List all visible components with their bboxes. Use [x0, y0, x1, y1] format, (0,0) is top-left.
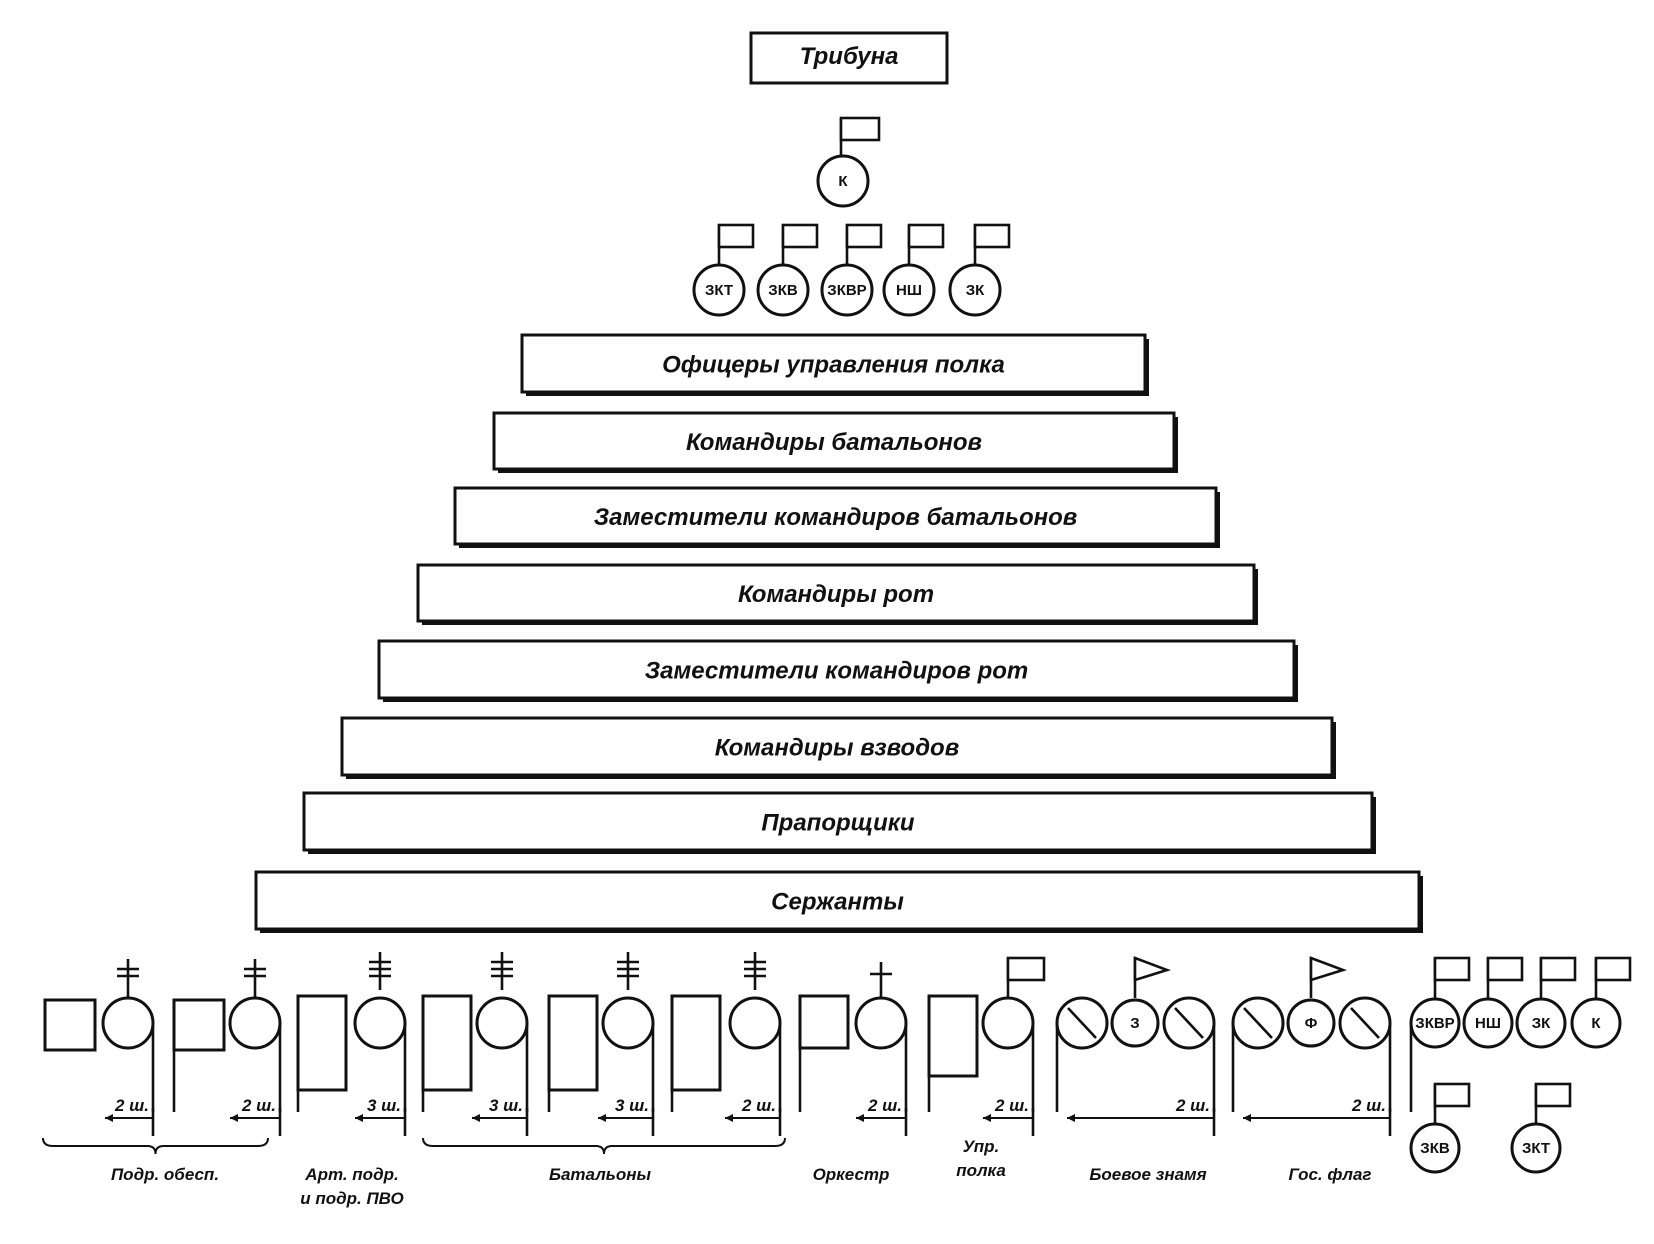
spacing-label: 2 ш. [114, 1096, 149, 1115]
unit-caption: Подр. обесп. [111, 1165, 219, 1184]
deputies-row: ЗКТ ЗКВ ЗКВР НШ ЗК [692, 223, 1011, 317]
unit-support-2: 2 ш. [172, 959, 282, 1136]
unit-caption: Боевое знамя [1089, 1165, 1206, 1184]
unit-caption: Батальоны [549, 1165, 652, 1184]
rank-row: Командиры рот [416, 563, 1258, 625]
unit-caption: Гос. флаг [1288, 1165, 1371, 1184]
right-officer-label: ЗКВ [1420, 1140, 1450, 1157]
unit-battalion-3: 2 ш. [670, 952, 782, 1136]
tribune-label: Трибуна [800, 43, 899, 70]
right-officer-label: ЗКВР [1415, 1015, 1454, 1032]
combat-banner-group: З 2 ш. [1055, 956, 1216, 1136]
spacing-label: 3 ш. [367, 1096, 401, 1115]
spacing-label: 2 ш. [1175, 1096, 1210, 1115]
right-officer-bottom: ЗКТ [1510, 1082, 1572, 1174]
rank-label: Заместители командиров рот [645, 658, 1029, 685]
rank-label: Сержанты [771, 889, 904, 916]
state-flag-group-label: Ф [1305, 1015, 1318, 1032]
rank-row: Прапорщики [302, 791, 1376, 854]
deputy-4: ЗК [948, 223, 1011, 317]
rank-row: Заместители командиров батальонов [453, 486, 1220, 548]
rank-label: Офицеры управления полка [662, 352, 1005, 379]
unit-caption: Арт. подр. [304, 1165, 398, 1184]
tribune-box: Трибуна [749, 31, 949, 85]
state-flag-group: Ф 2 ш. [1231, 956, 1392, 1136]
commander-marker: К [816, 116, 881, 208]
rank-row: Командиры батальонов [492, 411, 1178, 473]
spacing-label: 3 ш. [489, 1096, 523, 1115]
right-officer-top: К [1570, 956, 1632, 1049]
deputy-3-label: НШ [896, 282, 922, 299]
unit-caption: Упр. [963, 1137, 1000, 1156]
spacing-label: 2 ш. [241, 1096, 276, 1115]
spacing-label: 2 ш. [1351, 1096, 1386, 1115]
deputy-2: ЗКВР [820, 223, 883, 317]
unit-captions: Подр. обесп. Арт. подр. и подр. ПВО Батальо… [111, 1137, 1372, 1208]
rank-row: Командиры взводов [340, 716, 1336, 779]
rank-row: Сержанты [254, 870, 1423, 933]
rank-row: Заместители командиров рот [377, 639, 1298, 702]
right-officer-bottom: ЗКВ [1409, 1082, 1471, 1174]
deputy-0-label: ЗКТ [705, 282, 733, 299]
right-officer-top: ЗКВР [1409, 956, 1471, 1049]
rank-label: Прапорщики [761, 810, 915, 837]
unit-artillery: 3 ш. [296, 952, 407, 1136]
unit-caption: Оркестр [813, 1165, 890, 1184]
unit-battalion-1: 3 ш. [421, 952, 529, 1136]
unit-support-1: 2 ш. [43, 959, 155, 1136]
rank-row: Офицеры управления полка [520, 333, 1149, 396]
unit-regiment-hq: 2 ш. [927, 956, 1046, 1136]
rank-label: Командиры взводов [715, 735, 959, 762]
deputy-0: ЗКТ [692, 223, 755, 317]
spacing-label: 2 ш. [994, 1096, 1029, 1115]
spacing-label: 2 ш. [741, 1096, 776, 1115]
spacing-label: 2 ш. [867, 1096, 902, 1115]
right-officer-top: ЗК [1515, 956, 1577, 1049]
deputy-2-label: ЗКВР [827, 282, 866, 299]
group-brace [422, 1137, 786, 1155]
combat-banner-group-label: З [1130, 1015, 1139, 1032]
units-row: 2 ш. 2 ш. 3 ш. 3 ш. 3 ш. 2 ш. 2 ш. 2 ш. З 2 ш. Ф 2 … [42, 952, 1392, 1155]
right-officer-label: НШ [1475, 1015, 1501, 1032]
deputy-1: ЗКВ [756, 223, 819, 317]
group-brace [42, 1137, 269, 1155]
spacing-label: 3 ш. [615, 1096, 649, 1115]
right-officer-label: ЗК [1532, 1015, 1551, 1032]
deputy-4-label: ЗК [966, 282, 985, 299]
rank-label: Командиры батальонов [686, 429, 982, 456]
deputy-1-label: ЗКВ [768, 282, 798, 299]
commander-label: К [838, 173, 848, 190]
unit-caption: и подр. ПВО [300, 1189, 404, 1208]
unit-orchestra: 2 ш. [798, 962, 908, 1136]
right-officer-label: ЗКТ [1522, 1140, 1550, 1157]
unit-caption: полка [956, 1161, 1006, 1180]
right-officer-top: НШ [1462, 956, 1524, 1049]
unit-battalion-2: 3 ш. [547, 952, 655, 1136]
deputy-3: НШ [882, 223, 945, 317]
rank-label: Командиры рот [738, 581, 934, 608]
command-group-right: ЗКВР НШ ЗК К ЗКВ ЗКТ [1409, 956, 1632, 1174]
rank-label: Заместители командиров батальонов [594, 504, 1078, 531]
right-officer-label: К [1591, 1015, 1601, 1032]
